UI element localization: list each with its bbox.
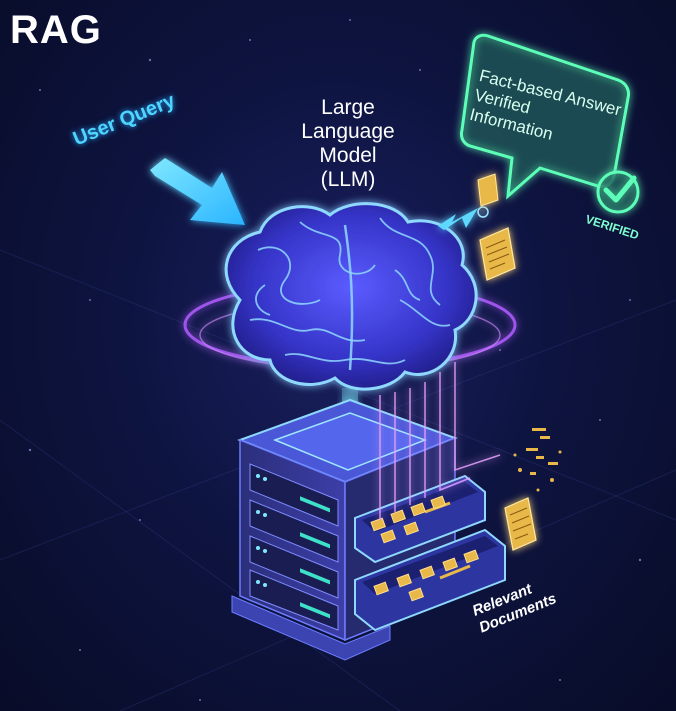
llm-label-line: Large	[321, 96, 375, 119]
check-icon	[596, 170, 640, 214]
data-particles	[513, 428, 562, 492]
user-query-arrow-icon	[150, 158, 245, 225]
llm-label-line: Model	[319, 144, 377, 167]
llm-label: Large Language Model (LLM)	[288, 96, 408, 192]
document-icon	[477, 173, 537, 551]
data-lines	[379, 362, 501, 520]
document-drawers	[354, 474, 506, 632]
diagram-title: RAG	[10, 8, 102, 52]
llm-label-line: (LLM)	[320, 168, 376, 191]
star-field	[28, 19, 642, 701]
brain-icon	[224, 202, 478, 391]
llm-label-line: Language	[301, 120, 395, 143]
retrieval-arrow-icon	[438, 206, 489, 230]
